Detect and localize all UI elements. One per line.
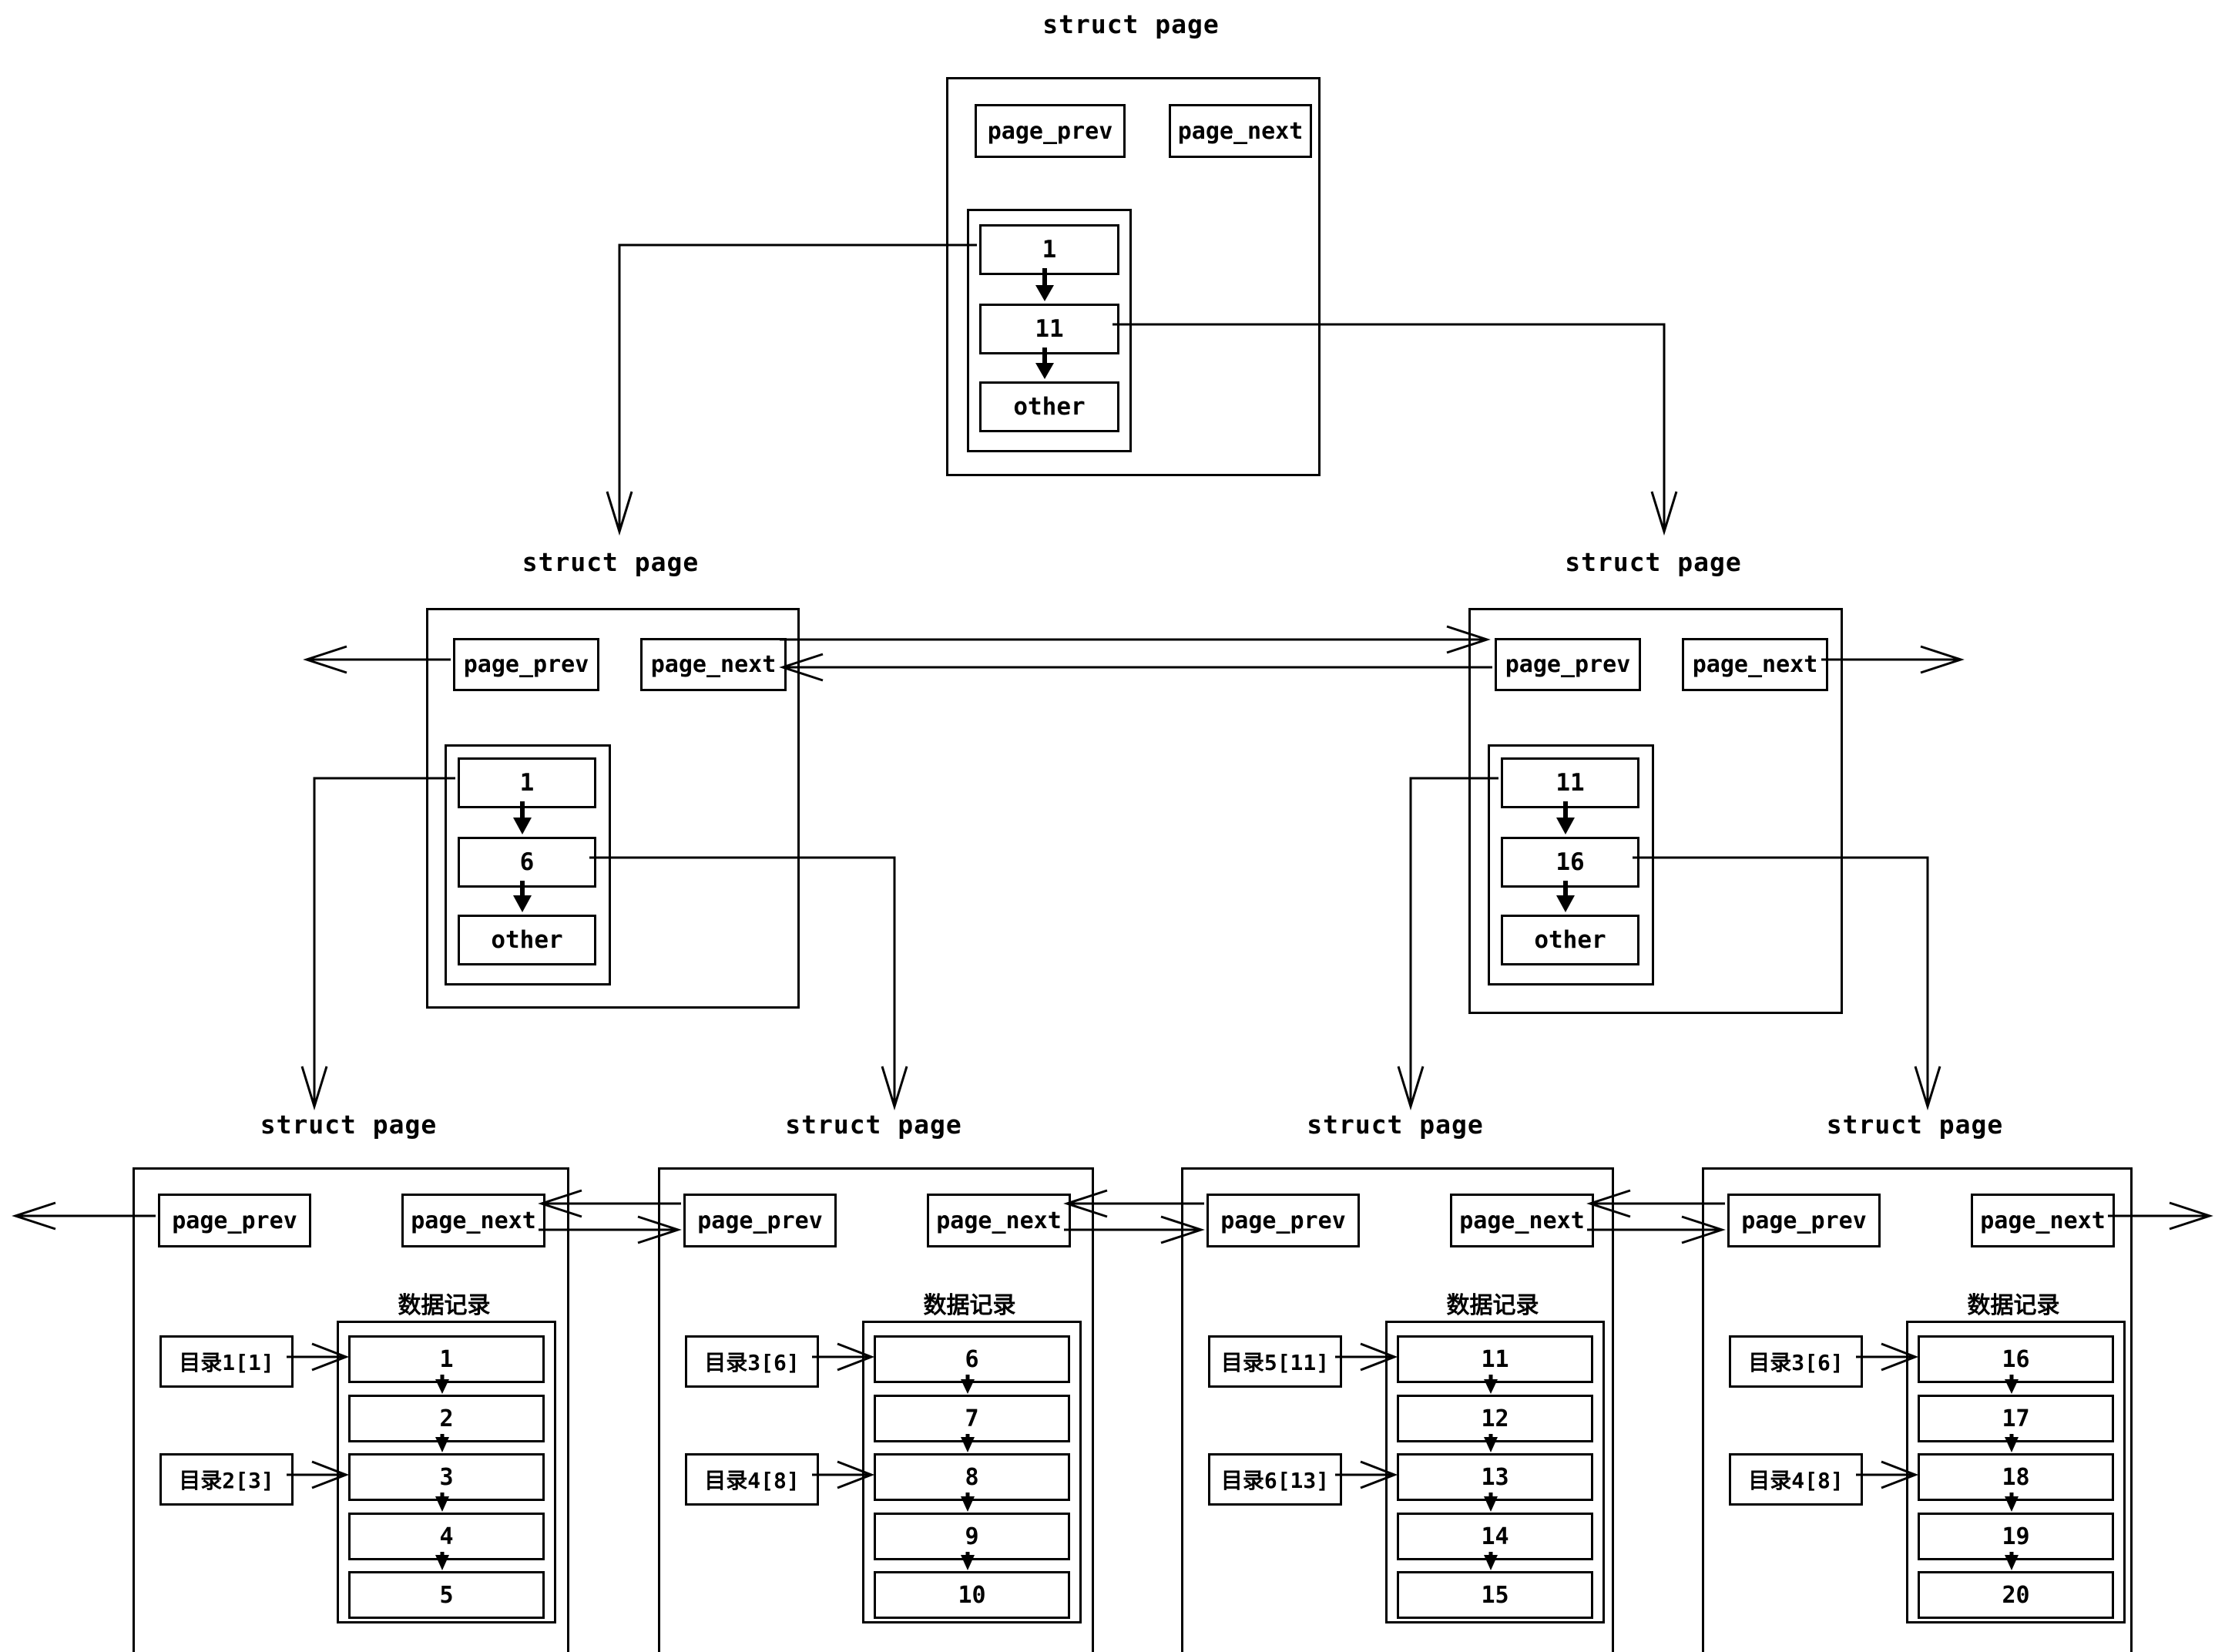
directory-entry: 目录3[6] xyxy=(1729,1335,1863,1388)
record-box: 8 xyxy=(874,1453,1070,1501)
edge-mid-prev-to-left xyxy=(779,653,1492,682)
record-box: 13 xyxy=(1397,1453,1593,1501)
record-box: 6 xyxy=(874,1335,1070,1383)
directory-entry: 目录4[8] xyxy=(1729,1453,1863,1506)
page-prev-field: page_prev xyxy=(683,1194,837,1247)
record-box: 16 xyxy=(1918,1335,2114,1383)
record-box: 17 xyxy=(1918,1395,2114,1442)
data-records-label: 数据记录 xyxy=(1967,1292,2060,1319)
page-next-field: page_next xyxy=(1450,1194,1594,1247)
record-box: other xyxy=(1501,915,1639,965)
record-box: 6 xyxy=(458,837,596,888)
node-title-leaf-4: struct page xyxy=(1826,1110,2004,1140)
page-next-field: page_next xyxy=(401,1194,545,1247)
record-box: other xyxy=(979,381,1119,432)
page-next-field: page_next xyxy=(640,638,787,691)
struct-page-leaf-4: page_prev page_next 数据记录 目录3[6] 目录4[8] 1… xyxy=(1702,1167,2133,1652)
arrow-left-icon xyxy=(12,1201,56,1231)
record-box: 11 xyxy=(979,304,1119,354)
struct-page-mid-left: page_prev page_next 1 6 other xyxy=(426,608,800,1009)
record-box: 2 xyxy=(348,1395,545,1442)
edge-root-to-mid-left xyxy=(606,243,977,536)
record-box: 20 xyxy=(1918,1571,2114,1619)
record-box: other xyxy=(458,915,596,965)
edge-mid-next-to-right xyxy=(780,625,1491,654)
arrow-down-icon xyxy=(1397,1066,1425,1111)
record-box: 1 xyxy=(348,1335,545,1383)
node-title-mid-left: struct page xyxy=(522,547,700,577)
directory-entry: 目录4[8] xyxy=(685,1453,819,1506)
arrow-down-icon xyxy=(1914,1066,1941,1111)
node-title-mid-right: struct page xyxy=(1565,547,1742,577)
page-prev-field: page_prev xyxy=(1206,1194,1360,1247)
record-box: 14 xyxy=(1397,1513,1593,1560)
arrow-right-icon xyxy=(2169,1201,2213,1231)
record-box: 9 xyxy=(874,1513,1070,1560)
page-next-field: page_next xyxy=(1682,638,1828,691)
arrow-down-icon xyxy=(300,1066,328,1111)
page-next-field: page_next xyxy=(1971,1194,2115,1247)
record-box: 1 xyxy=(979,224,1119,275)
arrow-down-icon xyxy=(606,491,633,536)
arrow-right-icon xyxy=(1920,645,1965,674)
node-title-leaf-2: struct page xyxy=(785,1110,962,1140)
record-box: 5 xyxy=(348,1571,545,1619)
record-box: 1 xyxy=(458,757,596,808)
struct-page-mid-right: page_prev page_next 11 16 other xyxy=(1468,608,1843,1014)
page-prev-field: page_prev xyxy=(453,638,599,691)
struct-page-leaf-3: page_prev page_next 数据记录 目录5[11] 目录6[13]… xyxy=(1181,1167,1614,1652)
directory-entry: 目录2[3] xyxy=(159,1453,294,1506)
arrow-left-icon xyxy=(303,645,347,674)
directory-entry: 目录1[1] xyxy=(159,1335,294,1388)
record-box: 3 xyxy=(348,1453,545,1501)
node-title-root: struct page xyxy=(1042,9,1220,39)
page-prev-field: page_prev xyxy=(975,104,1126,158)
directory-entry: 目录6[13] xyxy=(1208,1453,1342,1506)
record-box: 4 xyxy=(348,1513,545,1560)
struct-page-leaf-1: page_prev page_next 数据记录 目录1[1] 目录2[3] 1… xyxy=(133,1167,569,1652)
record-box: 10 xyxy=(874,1571,1070,1619)
data-records-label: 数据记录 xyxy=(398,1292,491,1319)
arrow-down-icon xyxy=(881,1066,908,1111)
page-prev-field: page_prev xyxy=(1727,1194,1881,1247)
struct-page-leaf-2: page_prev page_next 数据记录 目录3[6] 目录4[8] 6… xyxy=(658,1167,1094,1652)
record-box: 12 xyxy=(1397,1395,1593,1442)
record-box: 18 xyxy=(1918,1453,2114,1501)
record-box: 15 xyxy=(1397,1571,1593,1619)
arrow-down-icon xyxy=(1650,491,1678,536)
page-next-field: page_next xyxy=(927,1194,1071,1247)
data-records-label: 数据记录 xyxy=(923,1292,1016,1319)
struct-page-root: page_prev page_next 1 11 other xyxy=(946,77,1321,476)
record-box: 11 xyxy=(1397,1335,1593,1383)
directory-entry: 目录5[11] xyxy=(1208,1335,1342,1388)
record-box: 16 xyxy=(1501,837,1639,888)
page-prev-field: page_prev xyxy=(158,1194,311,1247)
data-records-label: 数据记录 xyxy=(1446,1292,1539,1319)
directory-entry: 目录3[6] xyxy=(685,1335,819,1388)
node-title-leaf-3: struct page xyxy=(1307,1110,1484,1140)
record-box: 7 xyxy=(874,1395,1070,1442)
node-title-leaf-1: struct page xyxy=(260,1110,438,1140)
record-box: 19 xyxy=(1918,1513,2114,1560)
record-box: 11 xyxy=(1501,757,1639,808)
page-prev-field: page_prev xyxy=(1495,638,1641,691)
page-next-field: page_next xyxy=(1169,104,1312,158)
